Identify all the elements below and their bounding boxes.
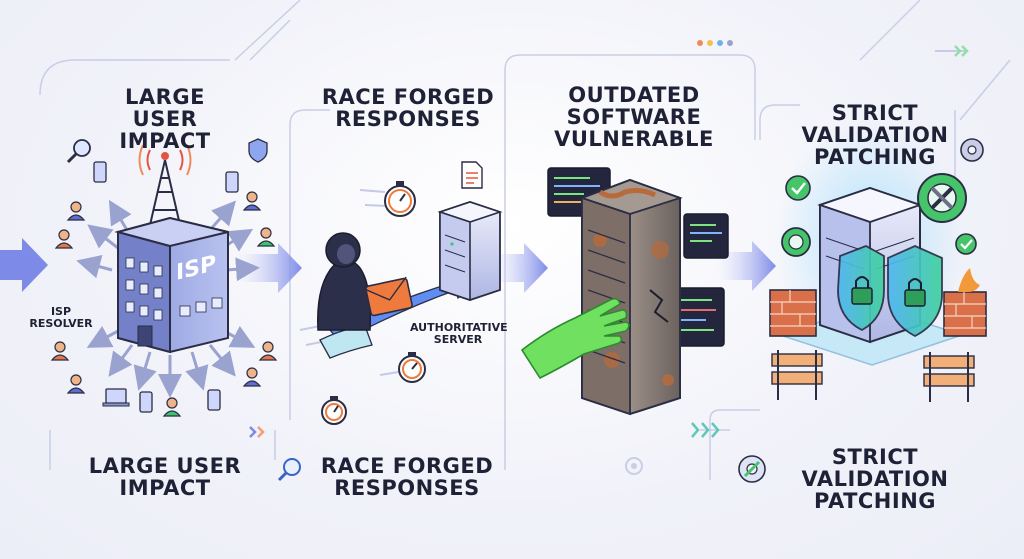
secure-panel [738, 120, 987, 483]
panel-2-title-top: RACE FORGED RESPONSES [321, 85, 495, 132]
user-icon [50, 341, 70, 361]
double-chevron-icon [935, 45, 969, 57]
panel-2-title-bottom: RACE FORGED RESPONSES [320, 454, 494, 501]
shield-icon [248, 138, 268, 163]
phone-icon [207, 389, 221, 411]
gear-icon [960, 138, 984, 162]
user-icon [162, 397, 182, 417]
panel-1-title-top: LARGE USER IMPACT [119, 85, 211, 154]
race-panel [299, 161, 503, 425]
user-icon [54, 229, 74, 249]
outdated-panel [520, 167, 729, 416]
background-lines [39, 0, 1011, 480]
lock-shield-icon [887, 245, 943, 338]
flow-arrow-1 [0, 238, 48, 292]
gear-wrench-icon [781, 227, 811, 257]
lock-shield-icon [837, 245, 885, 332]
hacker-figure [317, 232, 372, 331]
user-icon [66, 374, 86, 394]
double-chevron-icon [249, 426, 265, 438]
isp-resolver-label: ISP RESOLVER [29, 305, 93, 331]
magnifier-icon [277, 458, 301, 482]
panel-4-title-top: STRICT VALIDATION PATCHING [801, 101, 949, 170]
panel-4-title-bottom: STRICT VALIDATION PATCHING [801, 445, 949, 514]
phone-icon [93, 161, 107, 183]
envelope-icon [365, 276, 413, 317]
laptop-icon [102, 388, 130, 407]
panel-3-title-top: OUTDATED SOFTWARE VULNERABLE [554, 83, 714, 152]
check-circle-icon [785, 175, 811, 201]
user-icon [258, 341, 278, 361]
barricade-icon [771, 350, 823, 400]
isp-panel [50, 138, 301, 482]
document-icon [461, 161, 483, 189]
gear-wrench-icon [917, 173, 967, 223]
user-icon [256, 227, 276, 247]
user-icon [242, 191, 262, 211]
isp-building [114, 216, 229, 354]
flow-arrow-4 [718, 241, 776, 291]
check-circle-icon [955, 233, 977, 255]
code-window [673, 287, 725, 347]
phone-icon [225, 171, 239, 193]
gear-small-icon [625, 457, 643, 475]
barricade-icon [923, 352, 975, 402]
authoritative-server-icon [437, 201, 503, 302]
panel-1-title-bottom: LARGE USER IMPACT [88, 454, 242, 501]
magnifier-icon [66, 139, 91, 164]
antenna-tower-icon [138, 144, 192, 226]
brick-wall-icon [769, 289, 817, 337]
stopwatch-icon [398, 352, 426, 383]
user-icons [50, 138, 278, 417]
authoritative-server-label: AUTHORITATIVE SERVER [410, 321, 508, 347]
user-icon [242, 367, 262, 387]
rusty-server-icon [579, 178, 683, 416]
user-icon [66, 201, 86, 221]
flow-arrow-3 [492, 243, 548, 293]
triple-chevron-icon [691, 422, 720, 438]
code-window [683, 213, 729, 259]
stopwatch-icon [321, 396, 347, 425]
gear-wrench-icon [738, 455, 766, 483]
stopwatch-icon [384, 181, 416, 217]
window-dots [697, 40, 733, 46]
phone-icon [139, 391, 153, 413]
brick-wall-icon [943, 268, 987, 337]
malicious-hand [520, 297, 630, 380]
